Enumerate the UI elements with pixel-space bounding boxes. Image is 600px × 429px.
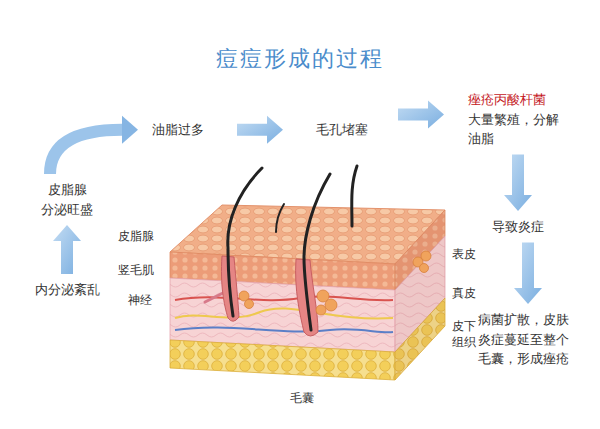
blood-vessel xyxy=(175,327,393,332)
flow-arrow xyxy=(398,100,444,128)
step-detail: 大量繁殖，分解 油脂 xyxy=(468,110,568,149)
arrow-head xyxy=(122,116,138,144)
block-arrow xyxy=(398,100,444,128)
part-label: 毛囊 xyxy=(290,390,324,406)
flow-arrow xyxy=(514,243,542,305)
flow-arrow xyxy=(50,116,138,174)
flow-step: 痤疮丙酸杆菌大量繁殖，分解 油脂 xyxy=(468,90,568,149)
block-arrow xyxy=(514,243,542,305)
step-text: 油脂过多 xyxy=(146,120,210,140)
step-text: 痤疮丙酸杆菌 xyxy=(468,90,568,110)
sebaceous-gland xyxy=(245,300,254,309)
flow-arrow xyxy=(53,225,81,274)
step-text: 毛孔堵塞 xyxy=(310,120,374,140)
block-arrow xyxy=(237,116,283,144)
arrow-shaft xyxy=(50,130,122,174)
hair-strand xyxy=(276,204,284,232)
step-text: 病菌扩散，皮肤 炎症蔓延至整个 毛囊，形成痤疮 xyxy=(478,310,578,369)
step-text: 导致炎症 xyxy=(486,217,550,237)
flow-step: 病菌扩散，皮肤 炎症蔓延至整个 毛囊，形成痤疮 xyxy=(478,310,578,369)
dermis-layer xyxy=(170,278,395,352)
part-label: 真皮 xyxy=(452,285,482,301)
sebaceous-gland xyxy=(421,251,431,261)
sebaceous-gland xyxy=(316,305,326,315)
sebaceous-gland xyxy=(420,264,429,273)
flow-arrow xyxy=(504,155,532,212)
part-label: 竖毛肌 xyxy=(118,262,162,278)
part-label: 表皮 xyxy=(452,246,482,262)
side-shade xyxy=(395,210,445,380)
part-label: 皮下 组织 xyxy=(452,318,482,350)
flow-step: 油脂过多 xyxy=(146,120,210,140)
hair-strand xyxy=(352,166,357,226)
subcutaneous-layer xyxy=(170,340,395,380)
flow-step: 毛孔堵塞 xyxy=(310,120,374,140)
nerve-line xyxy=(175,308,393,318)
part-label: 神经 xyxy=(128,292,162,308)
sebaceous-gland xyxy=(325,299,337,311)
flow-step: 导致炎症 xyxy=(486,217,550,237)
flow-arrow xyxy=(237,116,283,144)
step-text: 皮脂腺 分泌旺盛 xyxy=(36,180,98,219)
block-arrow xyxy=(504,155,532,212)
block-arrow xyxy=(53,225,81,274)
diagram-title: 痘痘形成的过程 xyxy=(0,44,600,74)
flow-step: 内分泌紊乱 xyxy=(26,280,108,300)
hair-strand xyxy=(228,168,262,316)
part-label: 皮脂腺 xyxy=(118,228,162,244)
hair-strand xyxy=(304,174,330,330)
step-text: 内分泌紊乱 xyxy=(26,280,108,300)
flow-step: 皮脂腺 分泌旺盛 xyxy=(36,180,98,219)
